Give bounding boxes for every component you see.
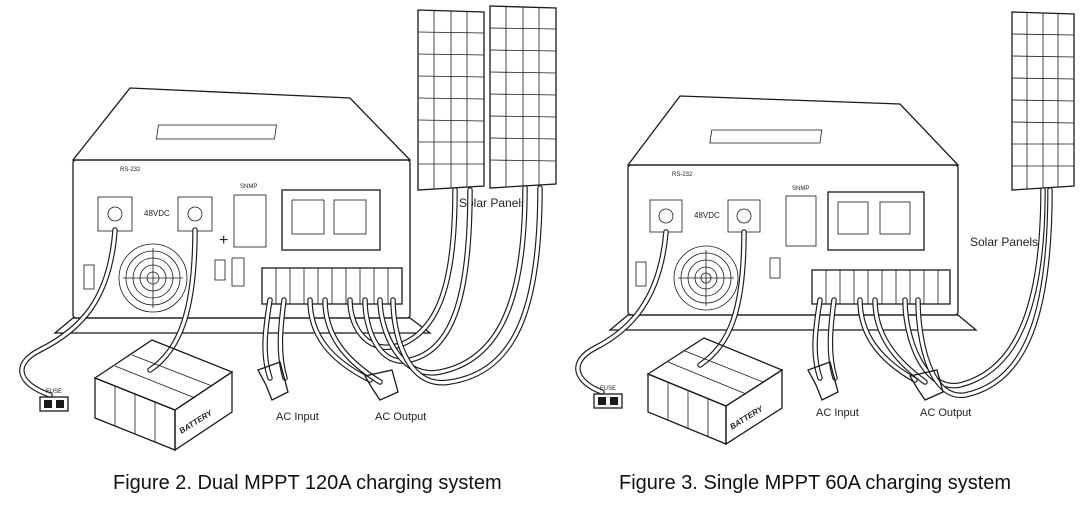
fuse: FUSE [39, 389, 69, 412]
snmp-label: SNMP [792, 186, 809, 192]
ac-input-label: AC Input [276, 411, 319, 423]
voltage-label: 48VDC [144, 209, 170, 218]
fuse-label: FUSE [46, 389, 62, 395]
inverter-unit: 48VDC RS-232 SNMP + [53, 87, 432, 334]
solar-panels-label: Solar Panels [970, 235, 1038, 249]
battery-cables [575, 229, 747, 395]
solar-cables [902, 187, 1053, 398]
figure-single-mppt: 48VDC RS-232 SNMP [575, 11, 1075, 446]
fuse-label: FUSE [600, 386, 616, 392]
solar-panel [1011, 11, 1075, 191]
solar-panel-2 [489, 5, 557, 189]
voltage-label: 48VDC [694, 211, 720, 220]
figure-2-caption: Figure 2. Dual MPPT 120A charging system [113, 472, 502, 494]
fan-grille [118, 243, 188, 313]
inverter-unit: 48VDC RS-232 SNMP [608, 95, 978, 331]
port-label: RS-232 [120, 167, 141, 173]
solar-cables [347, 185, 543, 386]
terminal-block [261, 267, 403, 305]
solar-panel-1 [417, 9, 485, 191]
battery-cables [19, 227, 198, 398]
fuse: FUSE [593, 386, 623, 409]
ac-cables [812, 297, 928, 385]
fan-grille [673, 245, 739, 311]
ac-output-label: AC Output [375, 411, 426, 423]
plus-sign: + [219, 232, 228, 249]
ac-output-label: AC Output [920, 407, 971, 419]
solar-panels-label: Solar Panels [459, 196, 527, 210]
battery-label: BATTERY [728, 404, 765, 432]
figure-dual-mppt: 48VDC RS-232 SNMP + [19, 5, 557, 452]
snmp-label: SNMP [240, 184, 257, 190]
ac-input-label: AC Input [816, 407, 859, 419]
battery-label: BATTERY [178, 408, 215, 436]
figure-3-caption: Figure 3. Single MPPT 60A charging syste… [619, 472, 1012, 494]
port-label: RS-232 [672, 172, 693, 178]
terminal-block [811, 269, 951, 305]
